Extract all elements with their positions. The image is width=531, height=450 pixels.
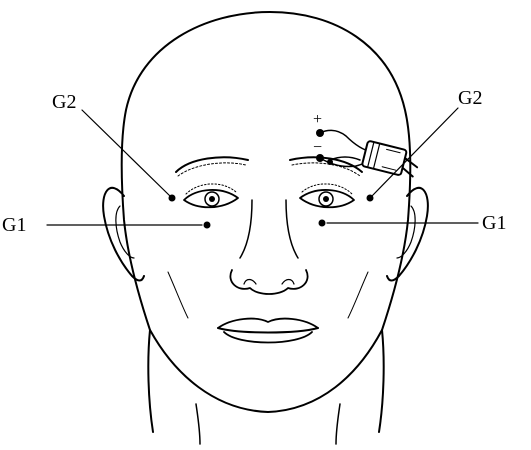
electrode-g1-right bbox=[319, 220, 326, 227]
label-minus: − bbox=[313, 139, 322, 156]
right-pupil bbox=[323, 196, 329, 202]
left-eyebrow bbox=[176, 157, 248, 172]
mouth-line bbox=[218, 328, 318, 333]
label-g1-left: G1 bbox=[2, 214, 26, 236]
lower-lip bbox=[224, 332, 312, 343]
right-cheek-line bbox=[348, 272, 368, 318]
left-nostril bbox=[244, 280, 256, 285]
label-plus: + bbox=[313, 111, 322, 128]
nose-bridge-left bbox=[240, 200, 252, 258]
label-g2-right: G2 bbox=[458, 87, 482, 109]
label-g1-right: G1 bbox=[482, 212, 506, 234]
left-cheek-line bbox=[168, 272, 188, 318]
right-ear bbox=[387, 188, 428, 281]
right-eyebrow bbox=[290, 157, 362, 172]
electrode-g1-left bbox=[204, 222, 211, 229]
left-pupil bbox=[209, 196, 215, 202]
stimulator-probe bbox=[362, 141, 421, 179]
stimulator-contact bbox=[327, 159, 333, 165]
upper-lip bbox=[218, 319, 318, 328]
leader-g2-left bbox=[82, 110, 170, 196]
neck-right bbox=[336, 404, 340, 444]
label-g2-left: G2 bbox=[52, 91, 76, 113]
head-outline bbox=[122, 12, 411, 432]
neck-left bbox=[196, 404, 200, 444]
nose-bottom bbox=[230, 270, 307, 294]
nose-bridge-right bbox=[286, 200, 298, 258]
stimulator-cable-1 bbox=[320, 130, 372, 152]
right-nostril bbox=[282, 280, 294, 285]
